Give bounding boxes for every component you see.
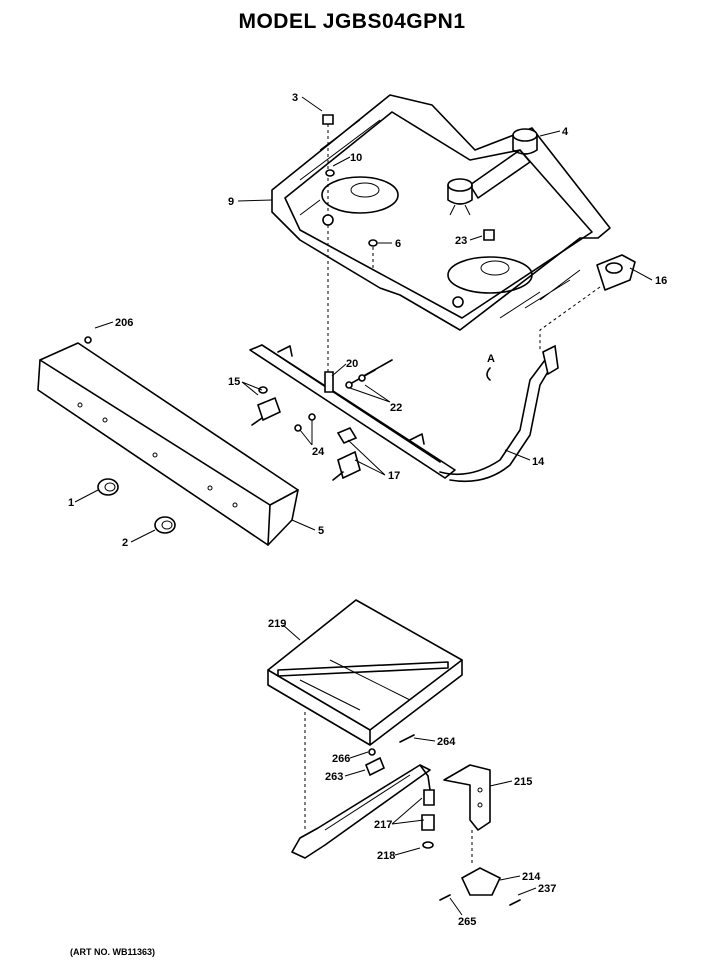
label-17: 17 — [388, 470, 400, 482]
label-3: 3 — [292, 92, 298, 104]
label-215: 215 — [514, 776, 532, 788]
reference-line-a — [539, 286, 601, 350]
igniter-assembly — [447, 128, 538, 216]
label-16: 16 — [655, 275, 667, 287]
label-218: 218 — [377, 850, 395, 862]
label-263: 263 — [325, 771, 343, 783]
label-23: 23 — [455, 235, 467, 247]
label-9: 9 — [228, 196, 234, 208]
leader-lines — [74, 96, 653, 916]
label-5: 5 — [318, 525, 324, 537]
label-24: 24 — [312, 446, 325, 458]
bracket-part-215 — [443, 764, 491, 831]
connector-a — [486, 367, 491, 381]
hardware-screws — [322, 114, 495, 270]
label-265: 265 — [458, 916, 476, 928]
label-214: 214 — [522, 871, 541, 883]
part-labels: 3 4 10 9 6 23 16 A 206 20 15 22 24 17 14… — [68, 92, 667, 928]
label-15: 15 — [228, 376, 240, 388]
label-217: 217 — [374, 819, 392, 831]
label-2: 2 — [122, 537, 128, 549]
label-10: 10 — [350, 152, 362, 164]
gas-valves — [251, 386, 361, 481]
diagram-title: MODEL JGBS04GPN1 — [238, 10, 466, 33]
label-219: 219 — [268, 618, 286, 630]
label-1: 1 — [68, 497, 74, 509]
label-6: 6 — [395, 238, 401, 250]
rod-and-orifices — [324, 225, 393, 393]
broiler-valve — [439, 830, 521, 906]
label-14: 14 — [532, 456, 545, 468]
label-264: 264 — [437, 736, 456, 748]
manifold-and-gas-tube — [249, 344, 559, 483]
label-20: 20 — [346, 358, 358, 370]
control-knobs — [97, 478, 176, 534]
label-266: 266 — [332, 753, 350, 765]
label-22: 22 — [390, 402, 402, 414]
label-237: 237 — [538, 883, 556, 895]
art-number: (ART NO. WB11363) — [70, 947, 156, 957]
label-206: 206 — [115, 317, 133, 329]
control-panel — [37, 336, 299, 546]
broiler-igniter — [364, 734, 415, 777]
burner-box — [271, 94, 611, 331]
broiler-shield — [267, 599, 463, 746]
label-a: A — [487, 353, 495, 365]
broiler-burner-tube — [291, 764, 435, 859]
bracket-part-16 — [596, 254, 636, 291]
label-4: 4 — [562, 126, 569, 138]
